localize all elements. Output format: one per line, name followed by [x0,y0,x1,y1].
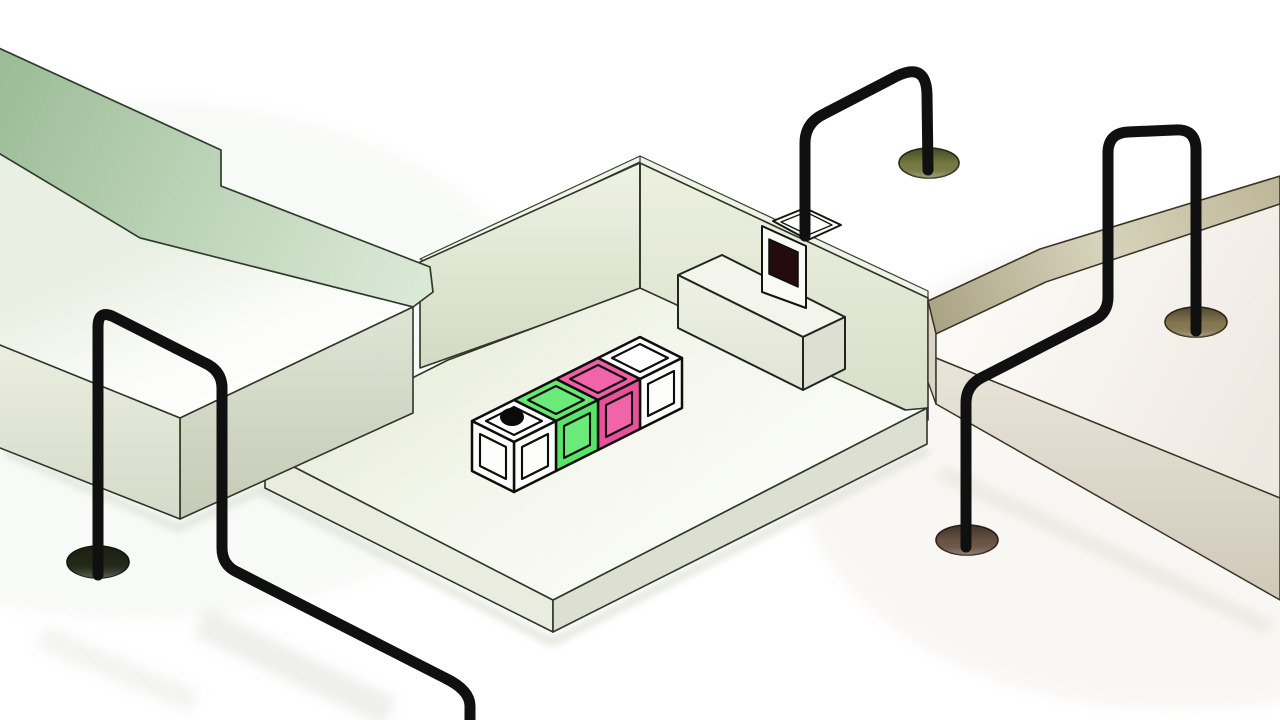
cube-top-panel [526,384,586,416]
cube-end-face [470,419,516,494]
pedestal [677,254,846,391]
cables [92,66,1202,720]
cube-end-panel [478,432,508,481]
cube-front-panel [646,369,676,418]
cable-right[interactable] [960,124,1202,553]
wall-plate-inner-outline [780,211,833,236]
platform-contact-shadow [937,465,1273,635]
wall-screen[interactable] [768,238,799,288]
cube-1-white-dot[interactable] [470,398,558,494]
cable-left[interactable] [92,309,476,720]
cube-front-panel [520,432,550,481]
cube-front-panel [562,411,592,460]
cable-wall[interactable] [799,66,934,242]
cube-4-white[interactable] [596,335,684,431]
cube-2-green[interactable] [512,377,600,473]
cube-row [470,335,684,494]
left-platform-side-left [0,344,181,520]
cable-shadow [193,608,397,720]
cube-front-panel [604,390,634,439]
cube-top-panel [610,342,670,374]
pedestal-end-face [802,316,846,391]
cable-shadow [35,624,200,714]
cube-3-pink[interactable] [554,356,642,452]
right-platform-front-face [935,357,1280,601]
platform-contact-shadow [259,445,931,648]
cube-dot-marker [500,408,524,426]
cube-top-panel [568,363,628,395]
